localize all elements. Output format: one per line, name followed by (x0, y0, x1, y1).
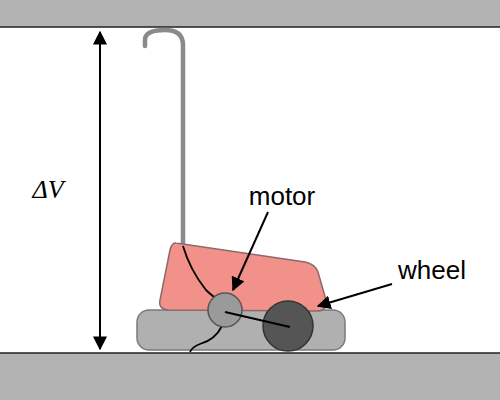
car-body (160, 243, 327, 311)
voltage-arrow (99, 32, 101, 349)
pole (145, 30, 183, 248)
pole-wire (183, 246, 220, 300)
motor-symbol (208, 293, 242, 327)
floor-plate (0, 353, 500, 400)
leader-line (233, 212, 268, 290)
floor-edge (0, 352, 500, 354)
part-label: wheel (398, 257, 466, 283)
leader-line (318, 284, 392, 306)
drive-shaft (225, 312, 290, 327)
part-label: motor (249, 183, 315, 209)
car-base (137, 310, 345, 350)
floor-wire (190, 326, 222, 352)
voltage-label: ΔV (32, 177, 63, 203)
ceiling-plate (0, 0, 500, 27)
ceiling-edge (0, 26, 500, 28)
